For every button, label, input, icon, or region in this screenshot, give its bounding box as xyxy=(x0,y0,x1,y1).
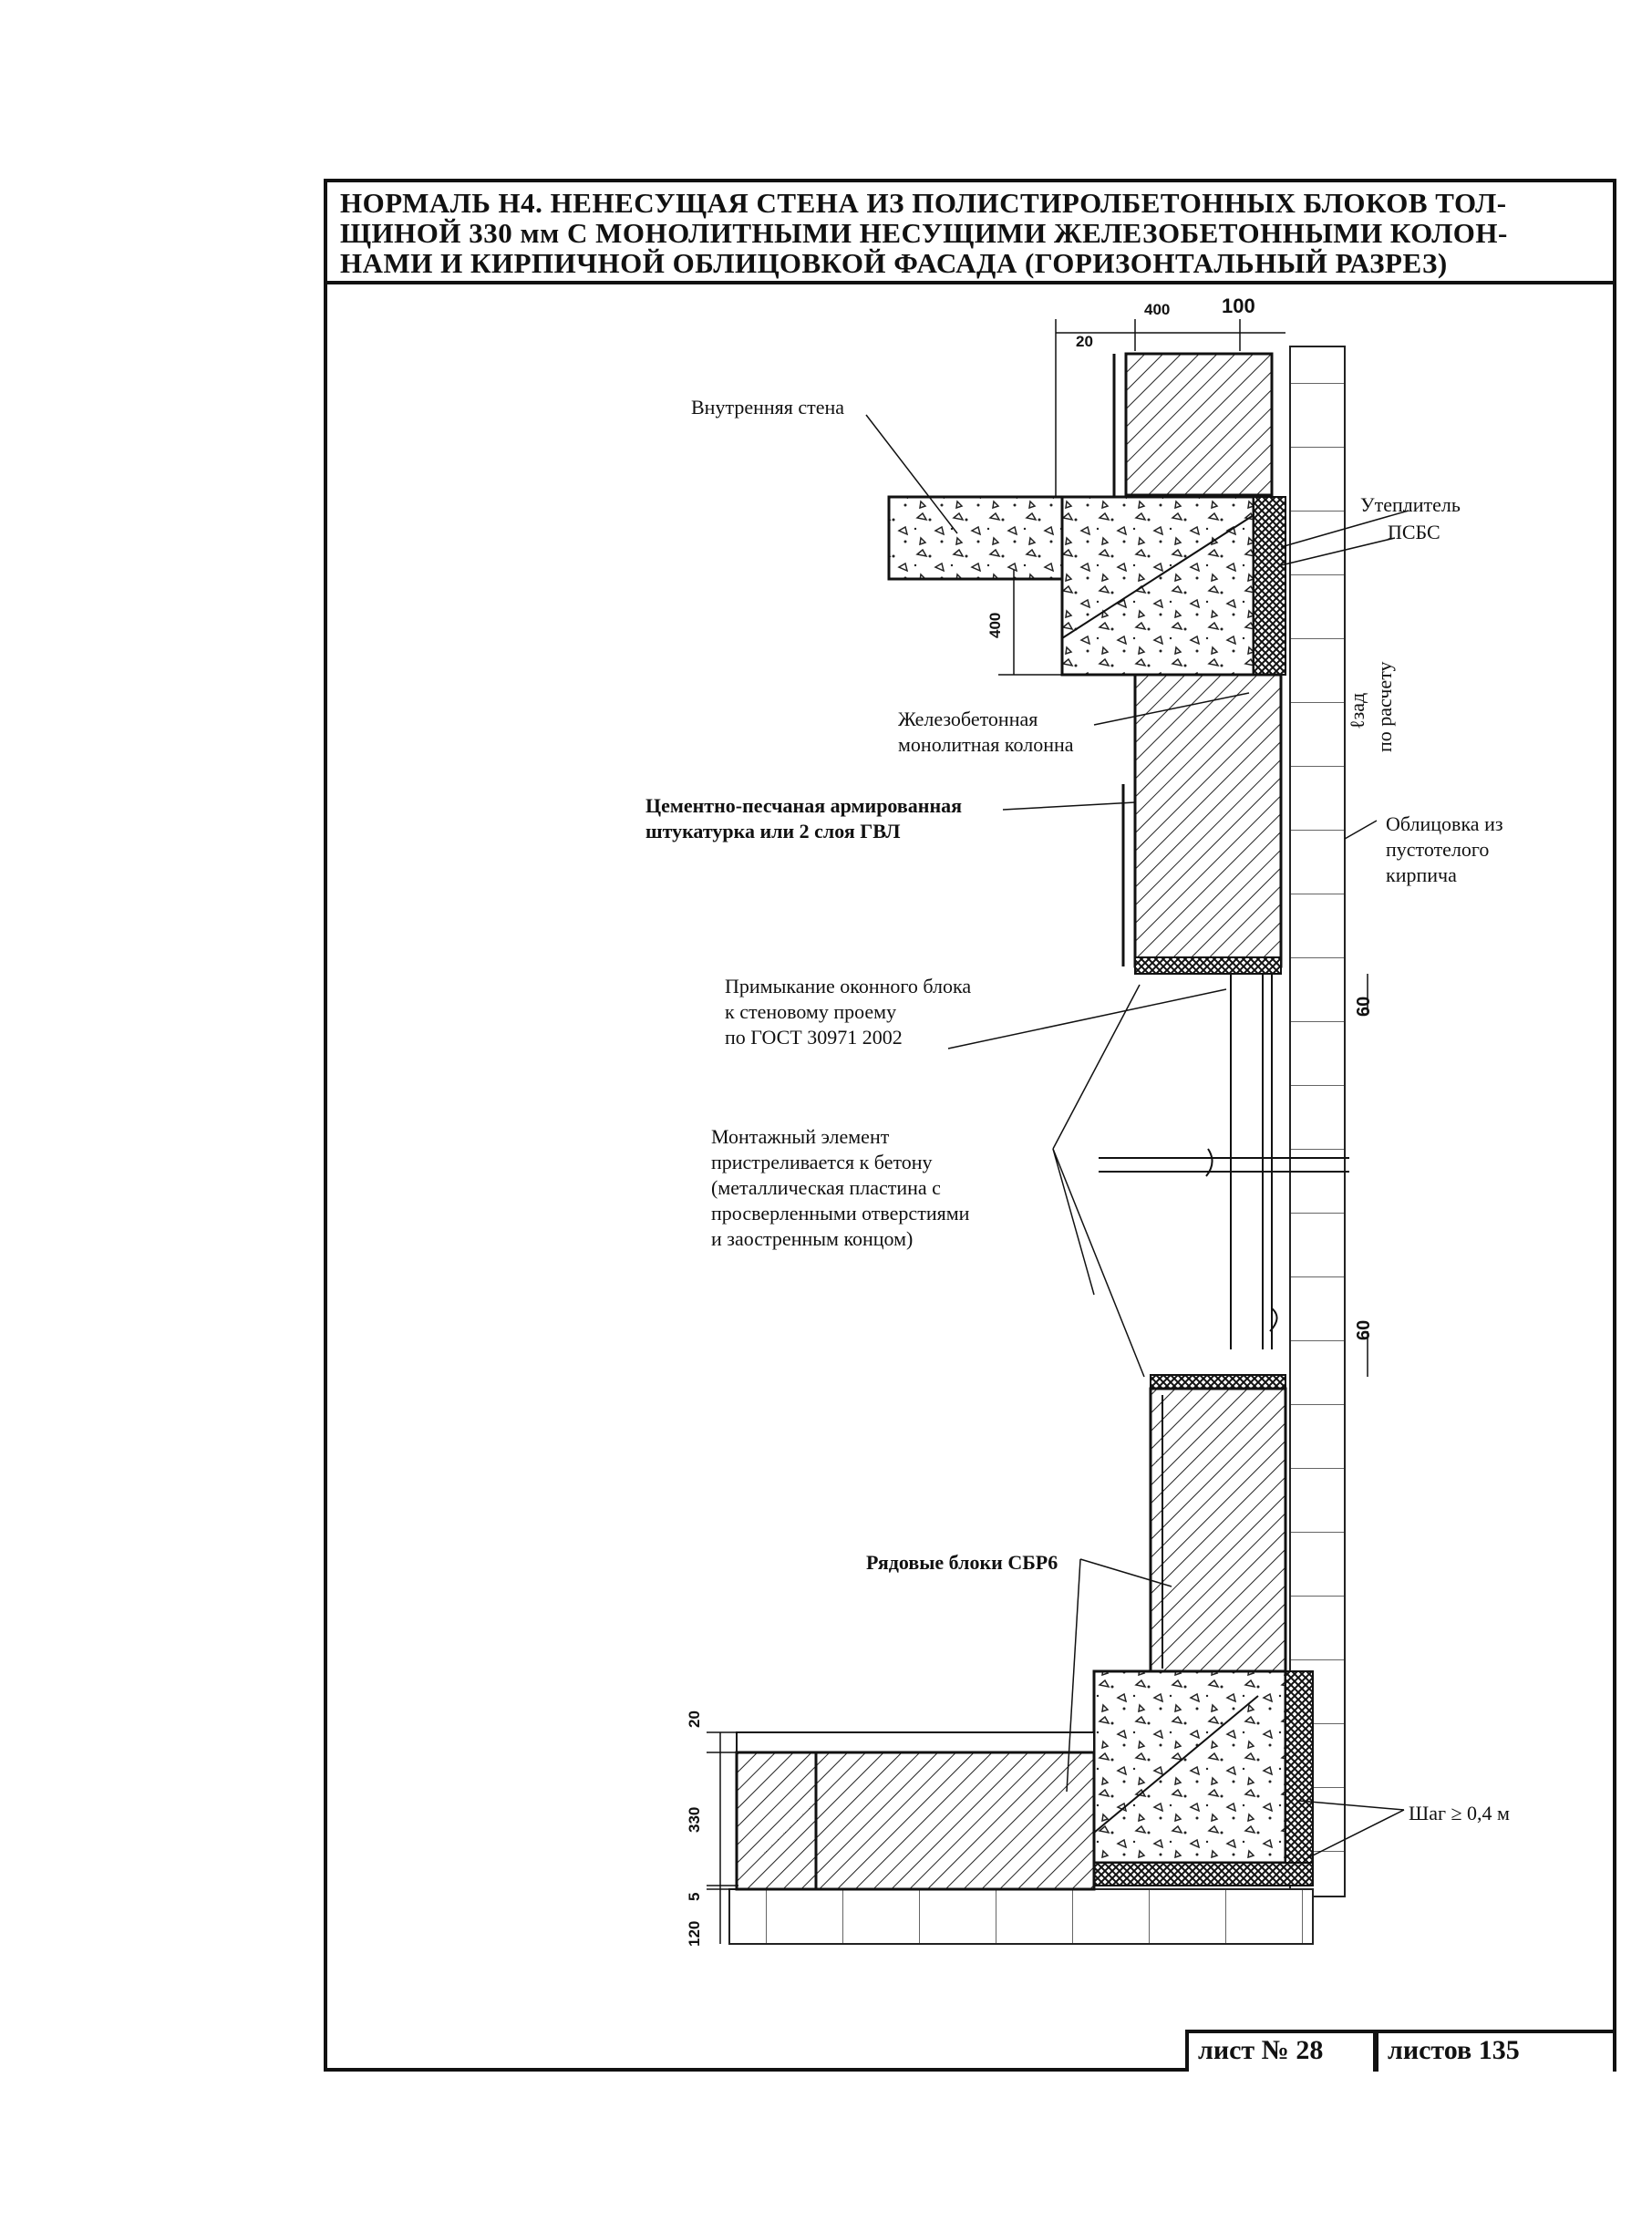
label-anchor-2: по расчету xyxy=(1373,661,1396,752)
inner-wall xyxy=(887,495,1064,581)
bottom-wall-blocks xyxy=(735,1751,1096,1891)
dim-20-top: 20 xyxy=(1076,333,1093,350)
dim-400-top: 400 xyxy=(1144,301,1171,318)
drawing-sheet: НОРМАЛЬ Н4. НЕНЕСУЩАЯ СТЕНА ИЗ ПОЛИСТИРО… xyxy=(324,179,1616,2072)
title-block: НОРМАЛЬ Н4. НЕНЕСУЩАЯ СТЕНА ИЗ ПОЛИСТИРО… xyxy=(327,182,1613,284)
stamp-sheet-number: лист № 28 xyxy=(1185,2030,1377,2072)
label-mount-1: Монтажный элемент xyxy=(711,1125,890,1148)
title-line-1: НОРМАЛЬ Н4. НЕНЕСУЩАЯ СТЕНА ИЗ ПОЛИСТИРО… xyxy=(340,187,1507,219)
label-insulation-2: ПСБС xyxy=(1388,521,1440,543)
title-line-2: ЩИНОЙ 330 мм С МОНОЛИТНЫМИ НЕСУЩИМИ ЖЕЛЕ… xyxy=(340,217,1508,249)
label-column-2: монолитная колонна xyxy=(898,733,1074,756)
label-plaster-2: штукатурка или 2 слоя ГВЛ xyxy=(645,820,901,842)
top-wall-block xyxy=(1124,352,1274,497)
rc-column-upper xyxy=(1060,495,1255,677)
dim-120-left: 120 xyxy=(686,1920,703,1947)
label-mount-3: (металлическая пластина с xyxy=(711,1176,941,1199)
label-inner-wall: Внутренняя стена xyxy=(691,396,845,419)
title-line-3: НАМИ И КИРПИЧНОЙ ОБЛИЦОВКОЙ ФАСАДА (ГОРИ… xyxy=(340,247,1448,279)
label-plaster-1: Цементно-песчаная армированная xyxy=(645,794,963,817)
dim-60-upper: 60 xyxy=(1354,996,1374,1017)
label-column-1: Железобетонная xyxy=(898,708,1038,730)
label-cladding-2: пустотелого xyxy=(1386,838,1490,861)
dim-20-left: 20 xyxy=(686,1710,703,1728)
brick-cladding-facade xyxy=(1289,346,1346,1897)
label-mount-5: и заостренным концом) xyxy=(711,1227,914,1250)
dim-400-column: 400 xyxy=(986,612,1004,638)
label-window-2: к стеновому проему xyxy=(725,1000,897,1023)
insulation-lower-bottom xyxy=(1093,1862,1314,1886)
dimension-lines xyxy=(707,319,1368,1944)
insulation-lower-side xyxy=(1285,1670,1314,1886)
label-blocks: Рядовые блоки СБР6 xyxy=(866,1551,1058,1574)
dim-100-top: 100 xyxy=(1222,295,1255,317)
middle-wall-block xyxy=(1133,673,1283,968)
dim-5-left: 5 xyxy=(686,1892,703,1901)
label-cladding-1: Облицовка из xyxy=(1386,812,1503,835)
label-mount-4: просверленными отверстиями xyxy=(711,1202,970,1225)
label-step: Шаг ≥ 0,4 м xyxy=(1409,1802,1510,1824)
stamp-sheets-label: листов xyxy=(1388,2035,1472,2065)
stamp-sheets-count: 135 xyxy=(1478,2035,1520,2065)
stamp-sheets-total: листов 135 xyxy=(1375,2030,1616,2072)
label-insulation-1: Утеплитель xyxy=(1360,493,1461,516)
label-anchor-1: ℓзад xyxy=(1346,692,1368,729)
window-frame xyxy=(1099,974,1349,1349)
dim-60-lower: 60 xyxy=(1354,1319,1374,1340)
label-cladding-3: кирпича xyxy=(1386,863,1457,886)
dim-330-left: 330 xyxy=(686,1806,703,1833)
lower-wall-block xyxy=(1149,1387,1287,1673)
label-mount-2: пристреливается к бетону xyxy=(711,1151,933,1173)
leader-lines xyxy=(865,414,1409,1861)
brick-cladding-bottom xyxy=(728,1888,1314,1945)
label-window-3: по ГОСТ 30971 2002 xyxy=(725,1026,903,1049)
rc-column-lower xyxy=(1092,1669,1287,1865)
label-window-1: Примыкание оконного блока xyxy=(725,975,972,997)
insulation-upper xyxy=(1253,496,1286,676)
